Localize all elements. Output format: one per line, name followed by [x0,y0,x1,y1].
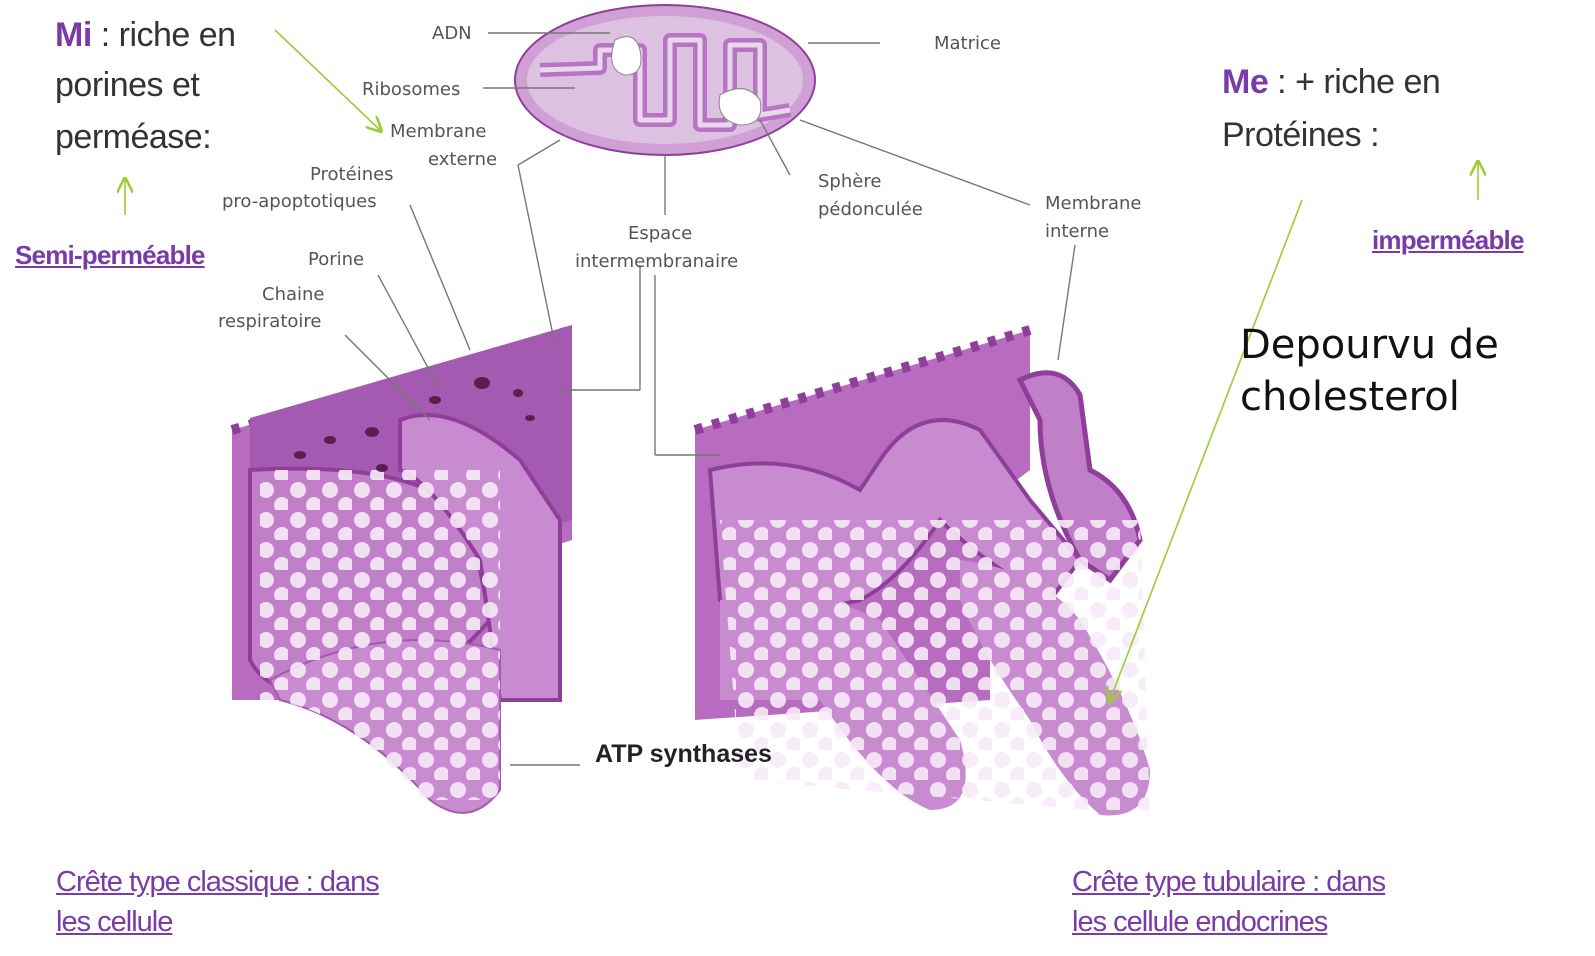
semi-permeable-link[interactable]: Semi-perméable [15,240,205,271]
label-espace-1: Espace [628,222,692,246]
label-matrice: Matrice [934,32,1001,56]
label-ribosomes: Ribosomes [362,78,460,102]
label-membrane-interne-2: interne [1045,220,1109,244]
label-espace-2: intermembranaire [575,250,738,274]
label-chaine-1: Chaine [262,283,325,307]
mi-note-line2: porines et [55,58,199,112]
caption-right-line2: les cellule endocrines [1072,902,1327,942]
label-chaine-2: respiratoire [218,310,321,334]
me-note-line2: Protéines : [1222,108,1379,162]
me-note-line1: Me : + riche en [1222,55,1440,109]
label-membrane-externe-2: externe [428,148,497,172]
mi-prefix: Mi [55,16,92,54]
crista-classic-illustration [232,325,572,813]
me-rest: : + riche en [1268,63,1440,101]
mitochondrion-overview [515,5,815,155]
label-atp-synthases: ATP synthases [595,740,772,769]
mi-rest: : riche en [92,16,236,54]
label-adn: ADN [432,22,472,46]
label-proteines-1: Protéines [310,163,394,187]
label-sphere-2: pédonculée [818,198,923,222]
depourvu-line1: Depourvu de [1240,320,1499,370]
me-prefix: Me [1222,63,1268,101]
label-sphere-1: Sphère [818,170,881,194]
label-membrane-interne-1: Membrane [1045,192,1141,216]
caption-left-line1: Crête type classique : dans [56,862,379,902]
caption-left-line2: les cellule [56,902,172,942]
depourvu-line2: cholesterol [1240,372,1460,422]
impermeable-link[interactable]: imperméable [1372,225,1524,256]
mi-note-line1: Mi : riche en [55,8,236,62]
label-membrane-externe-1: Membrane [390,120,486,144]
mi-note-line3: perméase: [55,110,211,164]
label-proteines-2: pro-apoptotiques [222,190,377,214]
caption-right-line1: Crête type tubulaire : dans [1072,862,1385,902]
label-porine: Porine [308,248,364,272]
